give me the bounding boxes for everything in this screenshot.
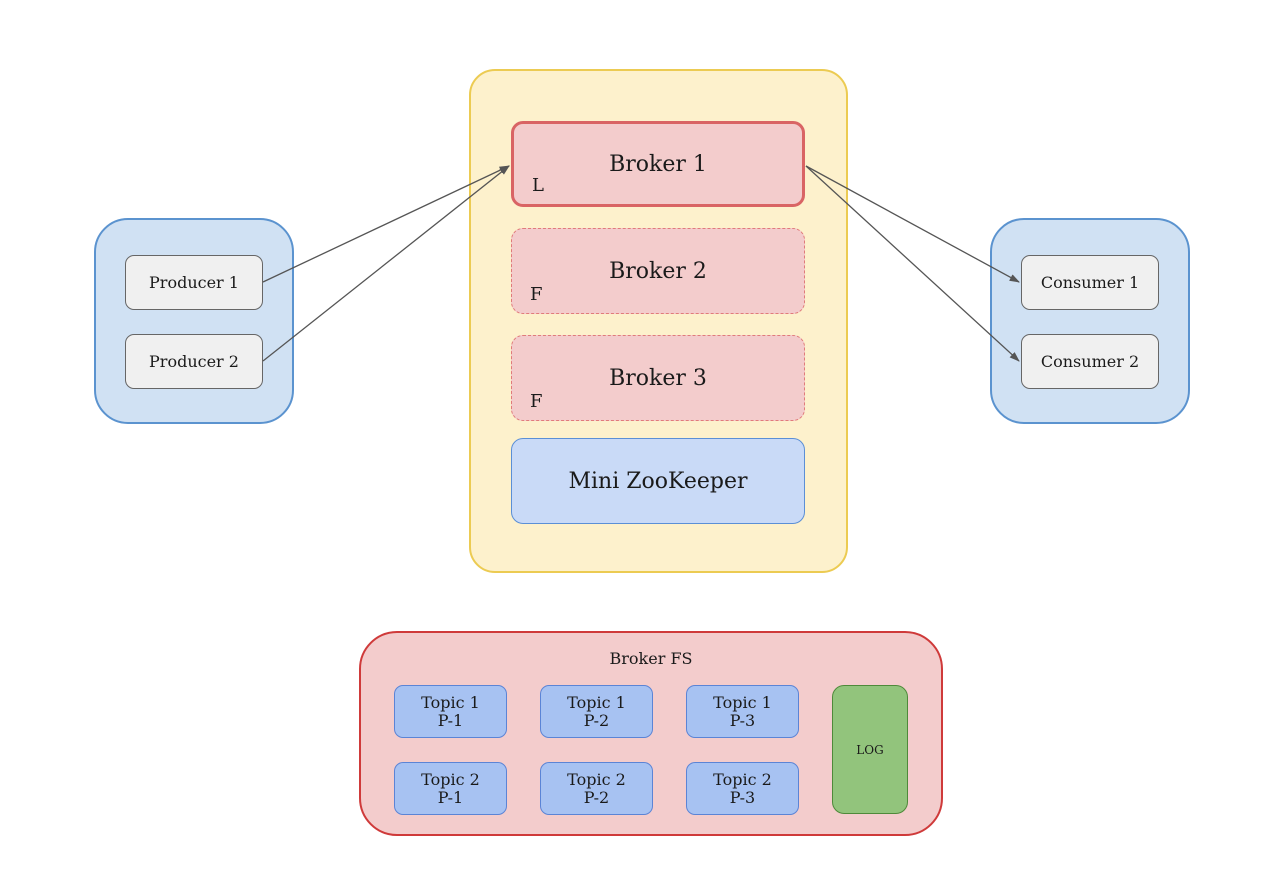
partition-topic2-p1[interactable]: Topic 2 P-1 <box>394 762 507 815</box>
log-label: LOG <box>856 742 884 757</box>
partition-topic2-p2[interactable]: Topic 2 P-2 <box>540 762 653 815</box>
consumer-2-node[interactable]: Consumer 2 <box>1021 334 1159 389</box>
broker-2-label: Broker 2 <box>609 258 707 284</box>
partition-id-label: P-2 <box>583 710 610 730</box>
consumer-1-node[interactable]: Consumer 1 <box>1021 255 1159 310</box>
partition-id-label: P-3 <box>729 710 756 730</box>
zookeeper-label: Mini ZooKeeper <box>568 468 748 494</box>
broker-3-label: Broker 3 <box>609 365 707 391</box>
partition-id-label: P-1 <box>437 787 464 807</box>
edge-producer2-broker1 <box>262 165 510 362</box>
partition-topic-label: Topic 2 <box>421 769 480 789</box>
consumer-2-label: Consumer 2 <box>1040 352 1140 371</box>
partition-topic-label: Topic 1 <box>567 692 626 712</box>
broker-1-node[interactable]: Broker 1 L <box>511 121 805 207</box>
broker-2-node[interactable]: Broker 2 F <box>511 228 805 314</box>
broker-2-role: F <box>530 284 543 305</box>
partition-id-label: P-3 <box>729 787 756 807</box>
producer-2-node[interactable]: Producer 2 <box>125 334 263 389</box>
partition-id-label: P-1 <box>437 710 464 730</box>
partition-topic-label: Topic 1 <box>713 692 772 712</box>
partition-topic1-p2[interactable]: Topic 1 P-2 <box>540 685 653 738</box>
partition-id-label: P-2 <box>583 787 610 807</box>
zookeeper-node[interactable]: Mini ZooKeeper <box>511 438 805 524</box>
producers-group <box>94 218 294 424</box>
partition-topic-label: Topic 2 <box>713 769 772 789</box>
partition-topic1-p3[interactable]: Topic 1 P-3 <box>686 685 799 738</box>
edge-producer1-broker1 <box>262 165 510 283</box>
producer-1-node[interactable]: Producer 1 <box>125 255 263 310</box>
edge-broker1-consumer2 <box>805 165 1020 362</box>
broker-3-node[interactable]: Broker 3 F <box>511 335 805 421</box>
broker-1-role: L <box>532 175 544 196</box>
consumers-group <box>990 218 1190 424</box>
producer-2-label: Producer 2 <box>149 352 239 371</box>
broker-1-label: Broker 1 <box>609 151 707 177</box>
edge-broker1-consumer1 <box>805 165 1020 283</box>
partition-topic-label: Topic 2 <box>567 769 626 789</box>
consumer-1-label: Consumer 1 <box>1040 273 1140 292</box>
partition-topic1-p1[interactable]: Topic 1 P-1 <box>394 685 507 738</box>
partition-topic-label: Topic 1 <box>421 692 480 712</box>
broker-fs-title: Broker FS <box>609 649 693 668</box>
log-node[interactable]: LOG <box>832 685 908 814</box>
broker-3-role: F <box>530 391 543 412</box>
partition-topic2-p3[interactable]: Topic 2 P-3 <box>686 762 799 815</box>
producer-1-label: Producer 1 <box>149 273 239 292</box>
